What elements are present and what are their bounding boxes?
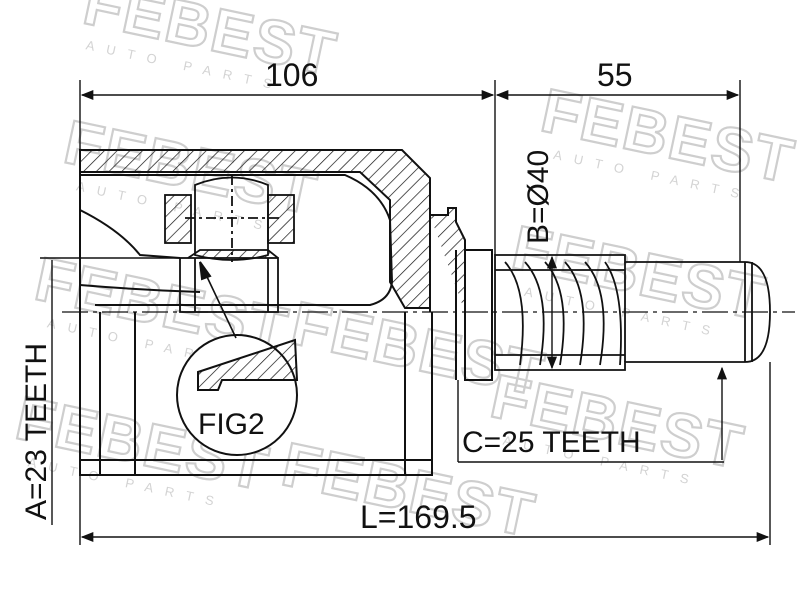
dim-shaft-length: 55: [597, 57, 633, 93]
dim-shaft-diameter: B=Ø40: [522, 150, 555, 244]
dimension-c: [457, 366, 728, 463]
dim-shaft-teeth: C=25 TEETH: [462, 426, 641, 459]
dim-housing-teeth: A=23 TEETH: [20, 343, 53, 520]
detail-label: FIG2: [198, 408, 265, 441]
outer-housing: [79, 149, 493, 476]
dim-housing-length: 106: [265, 57, 318, 93]
dimension-55: [495, 80, 741, 262]
spline-shaft: [494, 254, 771, 371]
dimension-total: [79, 362, 771, 545]
dimension-106: [79, 80, 496, 255]
spline-grooves: [504, 261, 622, 366]
dimension-a: [40, 257, 180, 525]
dim-total-length: L=169.5: [360, 499, 477, 535]
detail-fig2: [176, 261, 299, 456]
tripod-assembly: [164, 175, 295, 313]
